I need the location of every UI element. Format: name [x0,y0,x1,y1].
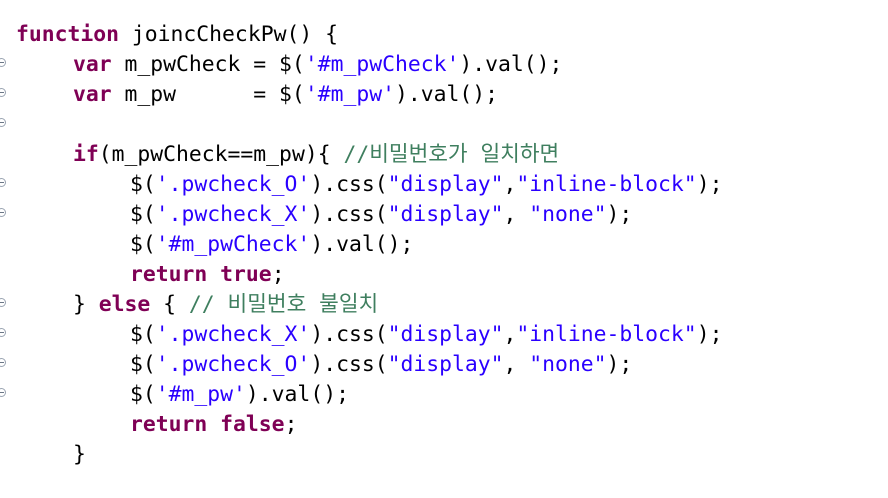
code-token: $( [130,202,156,227]
code-token: m_pwCheck = $( [111,52,305,77]
fold-collapse-icon[interactable] [0,88,6,97]
code-token: ); [606,352,633,377]
code-line[interactable]: var m_pwCheck = $('#m_pwCheck').val(); [0,50,888,80]
code-token: , [503,202,530,227]
code-token: , [503,352,530,377]
string-token: "display" [387,322,504,347]
code-text: } else { // 비밀번호 불일치 [73,290,378,320]
code-token: ); [696,172,723,197]
code-line[interactable]: $('.pwcheck_X').css("display", "none"); [0,200,888,230]
code-token: ).css( [310,352,388,377]
code-line[interactable] [0,110,888,140]
code-text: $('.pwcheck_X').css("display","inline-bl… [130,320,722,350]
code-line[interactable]: } else { // 비밀번호 불일치 [0,290,888,320]
code-text: $('#m_pwCheck').val(); [130,230,413,260]
code-text: var m_pw = $('#m_pw').val(); [73,80,498,110]
code-text: var m_pwCheck = $('#m_pwCheck').val(); [73,50,562,80]
code-token: ).val(); [459,52,563,77]
code-token: ).css( [310,202,388,227]
code-token: $( [130,232,156,257]
code-line[interactable]: $('#m_pw').val(); [0,380,888,410]
code-token: ); [606,202,633,227]
code-line[interactable]: $('.pwcheck_X').css("display","inline-bl… [0,320,888,350]
string-token: '#m_pw' [155,382,246,407]
code-line[interactable]: $('.pwcheck_O').css("display", "none"); [0,350,888,380]
keyword-token: return [130,262,208,287]
keyword-token: var [73,52,112,77]
fold-collapse-icon[interactable] [0,358,6,367]
code-token: ).css( [310,172,388,197]
code-token: , [503,172,517,197]
code-token: (m_pwCheck==m_pw){ [98,142,344,167]
code-token: ); [696,322,723,347]
string-token: '.pwcheck_X' [155,202,311,227]
code-text: $('.pwcheck_O').css("display","inline-bl… [130,170,722,200]
code-text: return false; [130,410,297,440]
string-token: '.pwcheck_O' [155,352,311,377]
code-line[interactable]: $('#m_pwCheck').val(); [0,230,888,260]
string-token: "none" [529,352,607,377]
comment-token: // 비밀번호 불일치 [188,292,379,317]
comment-token: //비밀번호가 일치하면 [343,142,560,167]
string-token: '#m_pwCheck' [155,232,311,257]
code-token: ; [271,262,285,287]
code-text: $('#m_pw').val(); [130,380,349,410]
keyword-token: var [73,82,112,107]
fold-collapse-icon[interactable] [0,328,6,337]
code-line[interactable]: function joincCheckPw() { [0,20,888,50]
code-line[interactable]: return false; [0,410,888,440]
code-token: { [150,292,189,317]
string-token: '#m_pw' [304,82,395,107]
code-token: } [73,292,99,317]
code-token: m_pw = $( [111,82,305,107]
keyword-token: false [220,412,285,437]
string-token: "display" [387,172,504,197]
code-text: if(m_pwCheck==m_pw){ //비밀번호가 일치하면 [73,140,559,170]
code-text: function joincCheckPw() { [16,20,338,50]
code-line[interactable]: if(m_pwCheck==m_pw){ //비밀번호가 일치하면 [0,140,888,170]
code-token: } [73,442,86,467]
string-token: "display" [387,202,504,227]
code-text: $('.pwcheck_X').css("display", "none"); [130,200,632,230]
code-token: ).val(); [310,232,414,257]
string-token: "display" [387,352,504,377]
code-token: ).val(); [245,382,349,407]
code-token: ).css( [310,322,388,347]
code-token: $( [130,322,156,347]
fold-collapse-icon[interactable] [0,178,6,187]
keyword-token: else [98,292,151,317]
code-text: return true; [130,260,285,290]
fold-collapse-icon[interactable] [0,118,6,127]
string-token: "none" [529,202,607,227]
code-text: } [73,440,86,470]
code-token [207,412,220,437]
keyword-token: function [16,22,120,47]
code-token: $( [130,382,156,407]
string-token: '.pwcheck_X' [155,322,311,347]
code-line[interactable]: var m_pw = $('#m_pw').val(); [0,80,888,110]
code-token: ).val(); [394,82,499,107]
code-token: $( [130,172,156,197]
string-token: '#m_pwCheck' [304,52,460,77]
string-token: "inline-block" [516,322,697,347]
code-token: joincCheckPw() { [119,22,338,47]
code-token: ; [284,412,298,437]
code-token: $( [130,352,156,377]
code-line[interactable]: } [0,440,888,470]
keyword-token: true [220,262,272,287]
code-text: $('.pwcheck_O').css("display", "none"); [130,350,632,380]
fold-collapse-icon[interactable] [0,298,6,307]
keyword-token: return [130,412,208,437]
code-line[interactable]: return true; [0,260,888,290]
fold-collapse-icon[interactable] [0,388,6,397]
fold-collapse-icon[interactable] [0,58,6,67]
code-token [207,262,220,287]
fold-collapse-icon[interactable] [0,208,6,217]
string-token: '.pwcheck_O' [155,172,311,197]
string-token: "inline-block" [516,172,697,197]
code-token: , [503,322,517,347]
keyword-token: if [73,142,99,167]
code-line[interactable]: $('.pwcheck_O').css("display","inline-bl… [0,170,888,200]
